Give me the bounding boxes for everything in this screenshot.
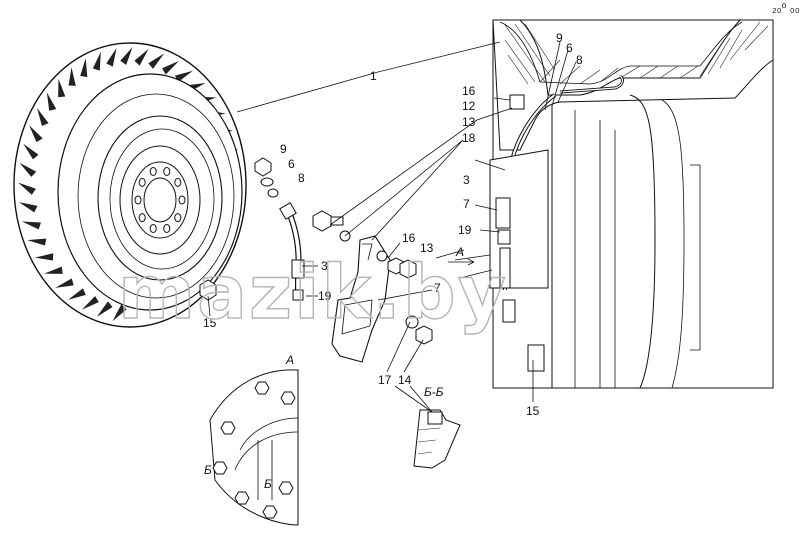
watermark: mazik.by [118, 250, 508, 336]
callout-3-left: 3 [321, 259, 328, 273]
callout-13-mid: 13 [420, 241, 434, 255]
tread-lug [27, 238, 47, 246]
tread-lug [112, 304, 127, 322]
callout-13-right: 13 [462, 115, 476, 129]
leader-lines [207, 41, 577, 413]
tread-lug [58, 78, 66, 98]
hub-bolt-hole [138, 213, 146, 223]
tire-hatch [504, 21, 769, 85]
tread-lug [18, 202, 38, 213]
label-section-bb: Б-Б [424, 385, 444, 399]
callout-9-right: 9 [556, 31, 563, 45]
tread-lug [120, 47, 133, 65]
tread-lug [29, 125, 43, 143]
detail-bolt-head [262, 505, 278, 519]
detail-bolt-head [234, 491, 250, 505]
callout-19-right: 19 [458, 223, 472, 237]
tread-lug [106, 47, 117, 67]
tread-lug [134, 48, 149, 66]
callout-1: 1 [370, 69, 377, 83]
hub-bolt-hole [174, 177, 182, 187]
hub-bolt-hole [138, 177, 146, 187]
tread-lug [44, 266, 63, 274]
callout-17: 17 [378, 373, 392, 387]
hub-bolt-holes [134, 166, 186, 234]
callout-15-left: 15 [203, 316, 217, 330]
tread-lug [68, 67, 76, 86]
callout-18: 18 [462, 131, 476, 145]
callout-8-left: 8 [298, 171, 305, 185]
hub-bolt-hole [174, 213, 182, 223]
corner-mark: ₂₀⁰ ₀₀₀ [772, 1, 800, 15]
callout-labels: 1 9 6 8 3 19 15 18 16 13 7 17 14 16 12 1… [203, 31, 583, 418]
tread-lug [46, 92, 57, 111]
callout-14: 14 [398, 373, 412, 387]
hub-bolt-hole [134, 195, 142, 205]
label-b-left: Б [204, 463, 212, 477]
section-labels: А Б-Б Б Б А [204, 245, 464, 491]
arrow-a-marker [448, 258, 475, 266]
label-b-right: Б [264, 477, 272, 491]
detail-bolt-head [220, 421, 236, 435]
detail-bolt-head [278, 481, 294, 495]
callout-16-right: 16 [462, 84, 476, 98]
callout-7-right: 7 [463, 197, 470, 211]
callout-9-left: 9 [280, 142, 287, 156]
tread-lug [55, 278, 74, 288]
detail-bolt-head [212, 461, 228, 475]
hub-bolt-hole [163, 166, 171, 176]
tread-lug [37, 108, 49, 126]
bolt-part [312, 210, 351, 242]
callout-6-right: 6 [566, 41, 573, 55]
guard-bracket-part [331, 235, 433, 363]
callout-8-right: 8 [576, 53, 583, 67]
label-arrow-a: А [455, 245, 464, 259]
left-nut-stack [199, 157, 279, 301]
tread-lug [34, 253, 54, 261]
tread-lug [19, 162, 37, 177]
callout-3-right: 3 [463, 173, 470, 187]
tread-lug [81, 295, 99, 310]
callout-12: 12 [462, 99, 476, 113]
tread-lug [67, 288, 86, 300]
hub-bolt-hole [163, 224, 171, 234]
tread-lug [21, 221, 41, 230]
tread-lug [18, 182, 36, 195]
detail-bolt-head [254, 381, 270, 395]
tread-lug [96, 301, 113, 317]
tread-lug [92, 51, 101, 71]
hub-bolt-hole [178, 195, 186, 205]
detail-bolt-head [280, 391, 296, 405]
tread-lug [162, 60, 179, 75]
detail-a-view [209, 369, 299, 526]
tread-lug [80, 58, 88, 78]
tire-illustration [13, 42, 247, 328]
detail-a-bolts [212, 381, 296, 519]
callout-19-left: 19 [318, 289, 332, 303]
valve-hose-part [279, 202, 305, 301]
callout-15-right: 15 [526, 404, 540, 418]
wheel-section-view [489, 19, 774, 389]
callout-6-left: 6 [288, 157, 295, 171]
tread-lug [148, 53, 165, 69]
hub-bolt-hole [149, 166, 157, 176]
section-bb-view [413, 409, 461, 469]
hub-bolt-hole [149, 224, 157, 234]
callout-7-mid: 7 [434, 281, 441, 295]
tread-lug [23, 143, 39, 160]
label-view-a: А [285, 353, 294, 367]
callout-16-mid: 16 [402, 231, 416, 245]
tread-lug [175, 70, 193, 83]
